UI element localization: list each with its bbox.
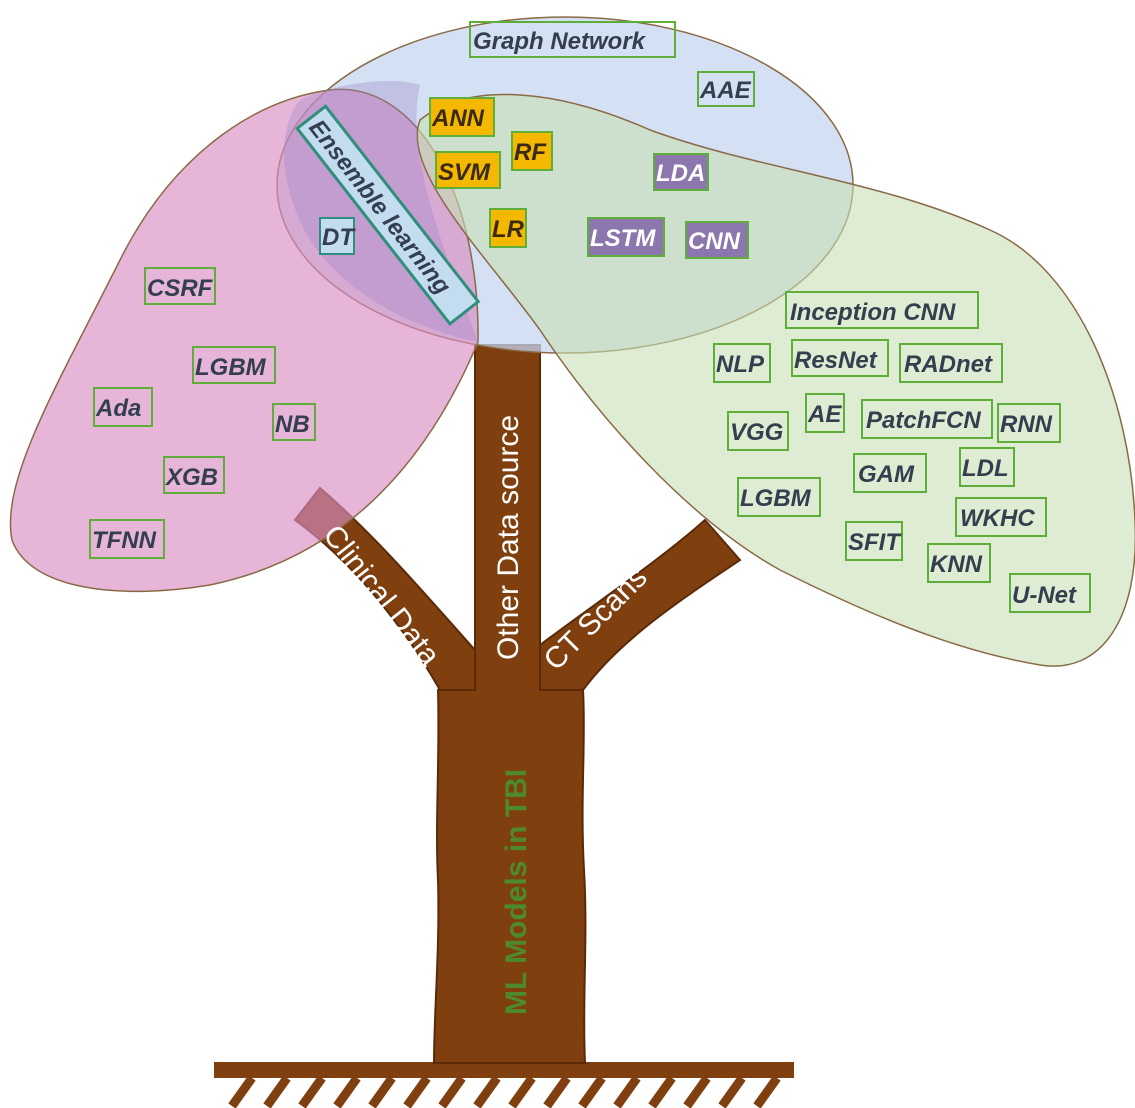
label-sfit: SFIT [845, 521, 903, 561]
label-rnn: RNN [997, 403, 1061, 443]
svg-text:ResNet: ResNet [794, 347, 878, 374]
label-xgb: XGB [163, 456, 225, 494]
label-knn: KNN [927, 543, 991, 583]
label-tfnn: TFNN [89, 519, 165, 559]
label-ldl: LDL [959, 447, 1015, 487]
branch-clinical [293, 486, 476, 691]
label-cnn: CNN [685, 221, 749, 259]
label-lgbm-clinical: LGBM [192, 346, 276, 384]
svg-text:ANN: ANN [431, 105, 485, 132]
svg-text:RF: RF [514, 139, 547, 166]
ground [214, 1062, 794, 1108]
label-graph-network: Graph Network [469, 21, 676, 58]
label-csrf: CSRF [144, 267, 216, 305]
svg-text:LSTM: LSTM [590, 225, 656, 252]
label-ann: ANN [429, 97, 495, 137]
svg-text:SVM: SVM [438, 159, 491, 186]
tree-trunk [293, 344, 742, 1064]
svg-text:LGBM: LGBM [195, 354, 267, 381]
label-gam: GAM [853, 453, 927, 493]
label-vgg: VGG [727, 411, 789, 451]
label-nlp: NLP [713, 343, 771, 383]
region-clinical [9, 88, 479, 593]
svg-text:LDA: LDA [656, 160, 705, 187]
svg-text:WKHC: WKHC [960, 505, 1035, 532]
label-radnet: RADnet [899, 343, 1003, 383]
label-svm: SVM [435, 151, 501, 189]
svg-text:DT: DT [322, 224, 356, 251]
label-inception-cnn: Inception CNN [785, 291, 979, 329]
svg-text:CNN: CNN [688, 228, 741, 255]
svg-text:KNN: KNN [930, 551, 983, 578]
branch-label-other: Other Data source [492, 415, 525, 660]
svg-text:NLP: NLP [716, 351, 765, 378]
svg-text:CSRF: CSRF [147, 275, 214, 302]
svg-text:PatchFCN: PatchFCN [866, 407, 981, 434]
svg-text:TFNN: TFNN [92, 527, 157, 554]
label-lgbm-ct: LGBM [737, 477, 821, 517]
svg-text:NB: NB [275, 411, 310, 438]
svg-text:SFIT: SFIT [848, 529, 902, 556]
label-lr: LR [489, 208, 527, 248]
svg-text:RADnet: RADnet [904, 351, 993, 378]
label-aae: AAE [697, 71, 755, 107]
label-lda: LDA [653, 153, 709, 191]
svg-text:LR: LR [492, 216, 525, 243]
label-ae: AE [805, 393, 845, 433]
svg-text:U-Net: U-Net [1012, 582, 1077, 609]
trunk-title: ML Models in TBI [500, 769, 533, 1015]
svg-text:AAE: AAE [699, 77, 752, 104]
label-nb: NB [272, 403, 316, 441]
svg-text:LGBM: LGBM [740, 485, 812, 512]
svg-text:AE: AE [807, 401, 842, 428]
label-unet: U-Net [1009, 573, 1091, 613]
label-dt: DT [319, 217, 356, 255]
label-ada: Ada [93, 387, 153, 427]
label-wkhc: WKHC [955, 497, 1047, 537]
label-patchfcn: PatchFCN [861, 399, 993, 439]
svg-text:Ada: Ada [95, 395, 141, 422]
svg-text:GAM: GAM [858, 461, 915, 488]
svg-text:LDL: LDL [962, 455, 1009, 482]
branch-ct [539, 518, 742, 691]
svg-text:Graph Network: Graph Network [473, 28, 647, 55]
label-rf: RF [511, 131, 553, 171]
label-lstm: LSTM [587, 217, 665, 257]
svg-text:Inception CNN: Inception CNN [790, 299, 956, 326]
svg-text:XGB: XGB [164, 464, 218, 491]
svg-text:RNN: RNN [1000, 411, 1053, 438]
svg-text:VGG: VGG [730, 419, 783, 446]
label-resnet: ResNet [791, 339, 889, 377]
